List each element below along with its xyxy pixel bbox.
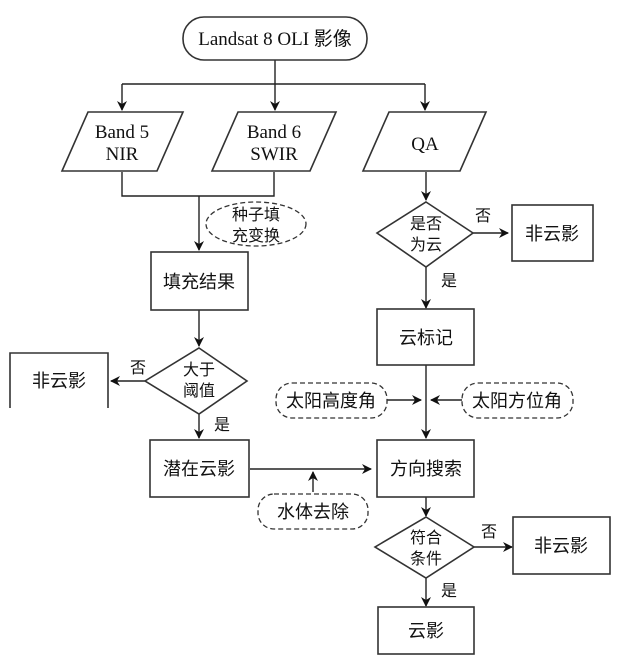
sun-azimuth: 太阳方位角 <box>461 382 574 419</box>
svg-text:种子填: 种子填 <box>232 205 280 224</box>
input-band5: Band 5 NIR <box>60 111 185 172</box>
svg-text:NIR: NIR <box>106 144 139 165</box>
svg-text:水体去除: 水体去除 <box>277 502 349 523</box>
cloud-no-label: 否 <box>475 206 491 225</box>
non-shadow-left-node: 非云影 <box>9 352 109 408</box>
sun-elevation: 太阳高度角 <box>275 382 388 419</box>
non-shadow-right-top-node: 非云影 <box>511 204 594 262</box>
svg-text:非云影: 非云影 <box>525 224 579 245</box>
connectors <box>110 60 513 607</box>
svg-text:Band 5: Band 5 <box>95 122 149 143</box>
start-label: Landsat 8 OLI 影像 <box>198 28 352 50</box>
input-band6: Band 6 SWIR <box>210 111 338 172</box>
svg-text:QA: QA <box>411 134 439 155</box>
cloud-shadow-node: 云影 <box>377 606 475 655</box>
condition-decision: 符合 条件 <box>373 516 476 579</box>
svg-text:阈值: 阈值 <box>183 381 215 400</box>
svg-text:填充结果: 填充结果 <box>163 272 235 293</box>
svg-text:充变换: 充变换 <box>232 226 280 245</box>
svg-text:条件: 条件 <box>410 549 442 568</box>
start-node: Landsat 8 OLI 影像 <box>182 16 368 61</box>
threshold-decision: 大于 阈值 <box>143 347 249 415</box>
cloud-decision: 是否 为云 <box>375 201 475 268</box>
non-shadow-right-bottom-node: 非云影 <box>512 516 611 575</box>
svg-text:太阳方位角: 太阳方位角 <box>472 391 562 412</box>
svg-text:是否: 是否 <box>410 214 442 233</box>
threshold-yes-label: 是 <box>214 415 230 434</box>
water-removal: 水体去除 <box>257 493 369 530</box>
direction-search-node: 方向搜索 <box>376 439 475 498</box>
condition-no-label: 否 <box>481 522 497 541</box>
svg-text:大于: 大于 <box>183 360 215 379</box>
svg-text:非云影: 非云影 <box>534 536 588 557</box>
svg-text:云标记: 云标记 <box>399 328 453 349</box>
seed-fill-transform: 种子填 充变换 <box>205 201 307 247</box>
input-qa: QA <box>361 111 488 172</box>
fill-result-node: 填充结果 <box>150 251 249 311</box>
svg-text:Band 6: Band 6 <box>247 122 301 143</box>
cloud-mark-node: 云标记 <box>376 308 475 366</box>
svg-text:太阳高度角: 太阳高度角 <box>286 391 376 412</box>
cloud-yes-label: 是 <box>441 271 457 290</box>
svg-text:SWIR: SWIR <box>250 144 298 165</box>
svg-text:非云影: 非云影 <box>32 371 86 392</box>
svg-text:为云: 为云 <box>410 235 442 254</box>
svg-text:符合: 符合 <box>410 528 442 547</box>
svg-text:方向搜索: 方向搜索 <box>390 459 462 480</box>
svg-text:潜在云影: 潜在云影 <box>163 459 235 480</box>
svg-text:云影: 云影 <box>408 621 444 642</box>
condition-yes-label: 是 <box>441 581 457 600</box>
threshold-no-label: 否 <box>130 358 146 377</box>
potential-shadow-node: 潜在云影 <box>149 439 250 498</box>
